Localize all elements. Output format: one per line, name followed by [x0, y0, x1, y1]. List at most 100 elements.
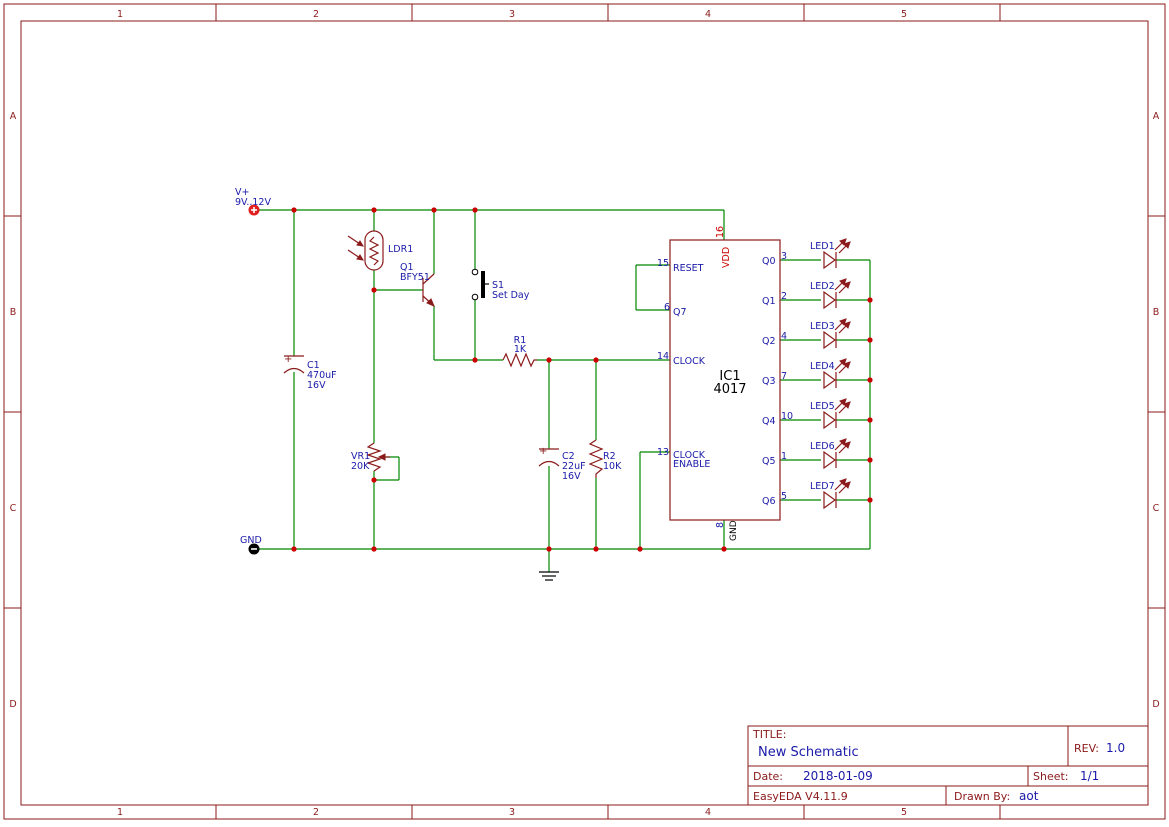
- ic1-gnd-label: GND: [729, 520, 739, 541]
- date-label: Date:: [753, 770, 783, 783]
- row-label-a: A: [10, 111, 17, 122]
- frame-row-labels-left: A B C D: [9, 111, 16, 710]
- resistor-r2[interactable]: R2 10K: [588, 439, 622, 478]
- date-value: 2018-01-09: [803, 769, 873, 783]
- ic1-pin-label: Q2: [762, 336, 776, 347]
- sheet-value: 1/1: [1080, 769, 1099, 783]
- ic1-pin-label: Q0: [762, 256, 776, 267]
- potentiometer-vr1[interactable]: VR1 20K: [351, 442, 390, 472]
- led-led6[interactable]: LED6: [810, 438, 851, 470]
- ic1-vdd-label: VDD: [721, 247, 732, 268]
- gnd-flag[interactable]: GND: [240, 535, 262, 555]
- ic1-pin-number: 2: [781, 291, 787, 302]
- ic1-pin-label: Q5: [762, 456, 776, 467]
- gnd-name: GND: [240, 535, 262, 546]
- ic1-pin-number: 10: [781, 411, 793, 422]
- led-led7[interactable]: LED7: [810, 478, 851, 510]
- led3-ref: LED3: [810, 321, 835, 332]
- ground-symbol-icon: [539, 571, 559, 581]
- led-led1[interactable]: LED1: [810, 238, 851, 270]
- c2-value: 22uF: [562, 461, 586, 472]
- led6-ref: LED6: [810, 441, 835, 452]
- ic1-pin-number: 14: [657, 351, 669, 362]
- ic-ic1[interactable]: IC1 4017 16 VDD 8 GND 15 RESET 6 Q7 14 C…: [657, 226, 793, 541]
- title-value: New Schematic: [758, 745, 859, 760]
- ic1-pin-number: 15: [657, 258, 669, 269]
- c1-ref: C1: [307, 360, 320, 371]
- col-label-2: 2: [313, 807, 319, 818]
- vplus-name: V+: [235, 187, 249, 198]
- row-label-b: B: [1153, 307, 1160, 318]
- resistor-r1[interactable]: R1 1K: [502, 335, 537, 368]
- ic1-pin-number: 7: [781, 371, 787, 382]
- ic1-pin-number: 4: [781, 331, 787, 342]
- col-label-5: 5: [901, 807, 907, 818]
- led4-ref: LED4: [810, 361, 835, 372]
- col-label-3: 3: [509, 807, 515, 818]
- ic1-pin-label: CLOCK: [673, 356, 706, 367]
- c2-ref: C2: [562, 451, 575, 462]
- r2-value: 10K: [603, 461, 622, 472]
- ic1-pin-label: Q1: [762, 296, 776, 307]
- vplus-flag[interactable]: V+ 9V..12V: [235, 187, 271, 216]
- transistor-q1[interactable]: Q1 BFY51: [400, 262, 435, 307]
- col-label-1: 1: [117, 807, 123, 818]
- s1-ref: S1: [492, 280, 504, 291]
- led-led4[interactable]: LED4: [810, 358, 851, 390]
- light-emission-icon: [834, 238, 851, 254]
- switch-s1[interactable]: S1 Set Day: [471, 268, 530, 301]
- row-label-d: D: [9, 699, 16, 710]
- drawn-by-label: Drawn By:: [954, 790, 1010, 803]
- ic1-pin-label: RESET: [673, 263, 704, 274]
- col-label-5: 5: [901, 9, 907, 20]
- rev-label: REV:: [1074, 742, 1099, 755]
- row-label-d: D: [1152, 699, 1159, 710]
- led-led3[interactable]: LED3: [810, 318, 851, 350]
- r1-ref: R1: [514, 335, 527, 346]
- led5-ref: LED5: [810, 401, 835, 412]
- drawn-by-value: aot: [1019, 789, 1039, 803]
- junctions: [291, 207, 873, 552]
- s1-value: Set Day: [492, 290, 530, 301]
- light-arrows-icon: [347, 235, 364, 261]
- tool-version: EasyEDA V4.11.9: [753, 790, 848, 803]
- frame-row-labels-right: A B C D: [1152, 111, 1159, 710]
- light-emission-icon: [834, 438, 851, 454]
- ic1-pin-number: 13: [657, 447, 669, 458]
- capacitor-c2[interactable]: + C2 22uF 16V: [538, 446, 586, 482]
- row-label-a: A: [1153, 111, 1160, 122]
- rev-value: 1.0: [1106, 741, 1125, 755]
- vr1-ref: VR1: [351, 451, 370, 462]
- ic1-pin-label: Q6: [762, 496, 776, 507]
- vplus-range: 9V..12V: [235, 197, 271, 208]
- row-label-c: C: [1153, 503, 1160, 514]
- ic1-gnd-pin-number: 8: [715, 522, 726, 528]
- title-label: TITLE:: [752, 728, 786, 741]
- row-label-c: C: [10, 503, 17, 514]
- light-emission-icon: [834, 398, 851, 414]
- wires: [259, 209, 871, 572]
- capacitor-c1[interactable]: + C1 470uF 16V: [283, 354, 337, 391]
- polarity-plus-icon: +: [539, 446, 547, 457]
- ic1-pin-number: 1: [781, 451, 787, 462]
- ic1-pin-number: 6: [664, 302, 670, 313]
- ic1-pin-label: Q3: [762, 376, 776, 387]
- r2-ref: R2: [603, 451, 616, 462]
- r1-value: 1K: [514, 344, 527, 355]
- led-led2[interactable]: LED2: [810, 278, 851, 310]
- row-label-b: B: [10, 307, 17, 318]
- c1-value: 470uF: [307, 370, 337, 381]
- ldr-ldr1[interactable]: LDR1: [347, 230, 413, 271]
- ic1-value: 4017: [713, 382, 746, 397]
- led-led5[interactable]: LED5: [810, 398, 851, 430]
- ldr1-ref: LDR1: [388, 244, 413, 255]
- ic1-pin-number: 3: [781, 251, 787, 262]
- polarity-plus-icon: +: [284, 354, 292, 365]
- led7-ref: LED7: [810, 481, 835, 492]
- col-label-4: 4: [705, 807, 711, 818]
- c2-voltage: 16V: [562, 471, 581, 482]
- ic1-pin-label: Q7: [673, 307, 687, 318]
- c1-voltage: 16V: [307, 380, 326, 391]
- ic1-pin-label: CLOCK: [673, 450, 706, 461]
